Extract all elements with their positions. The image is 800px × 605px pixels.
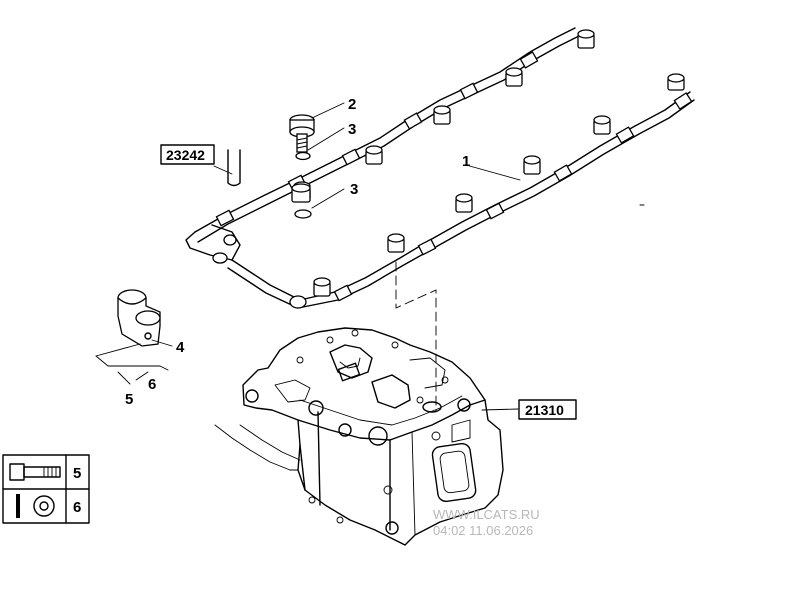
- callout-2: 2: [348, 96, 356, 113]
- leader-lines: [95, 102, 521, 411]
- watermark-site: WWW.ILCATS.RU: [433, 507, 540, 522]
- injector-wiring-harness: [185, 27, 695, 309]
- connector-cap: [593, 115, 611, 135]
- connector-cap: [313, 277, 331, 297]
- callout-6: 6: [148, 376, 156, 393]
- connector-cap: [667, 73, 685, 91]
- watermark-timestamp: 04:02 11.06.2026: [433, 523, 533, 538]
- assembly-leader: [395, 261, 437, 413]
- washer-item-3: [294, 209, 312, 219]
- cylinder-head: [214, 327, 504, 546]
- washer-icon: [16, 494, 55, 518]
- spacer-sleeve: [291, 183, 311, 203]
- connector-cap: [433, 105, 451, 125]
- callout-4: 4: [176, 339, 185, 356]
- legend-item-5: 5: [73, 465, 81, 482]
- ref-box-23242[interactable]: 23242: [160, 144, 215, 165]
- connector-cap: [577, 29, 595, 49]
- washer-item-3: [295, 151, 311, 161]
- ref-23242-label: 23242: [166, 147, 205, 163]
- connector-cap: [387, 233, 405, 253]
- ref-21310-label: 21310: [525, 402, 564, 418]
- connector-cap: [523, 155, 541, 175]
- bolt-icon: [9, 463, 61, 481]
- callout-5: 5: [125, 391, 133, 408]
- legend-table: 5 6: [2, 454, 90, 524]
- bolt-item-2: [289, 114, 315, 153]
- callout-3: 3: [350, 181, 358, 198]
- ref-box-21310[interactable]: 21310: [518, 399, 577, 420]
- harness-spacer-tube: [227, 149, 241, 187]
- connector-cap: [365, 145, 383, 165]
- clamp-item-4: [117, 289, 161, 347]
- legend-item-6: 6: [73, 499, 81, 516]
- callout-1: 1: [462, 153, 470, 170]
- connector-cap: [455, 193, 473, 213]
- callout-3: 3: [348, 121, 356, 138]
- connector-cap: [505, 67, 523, 87]
